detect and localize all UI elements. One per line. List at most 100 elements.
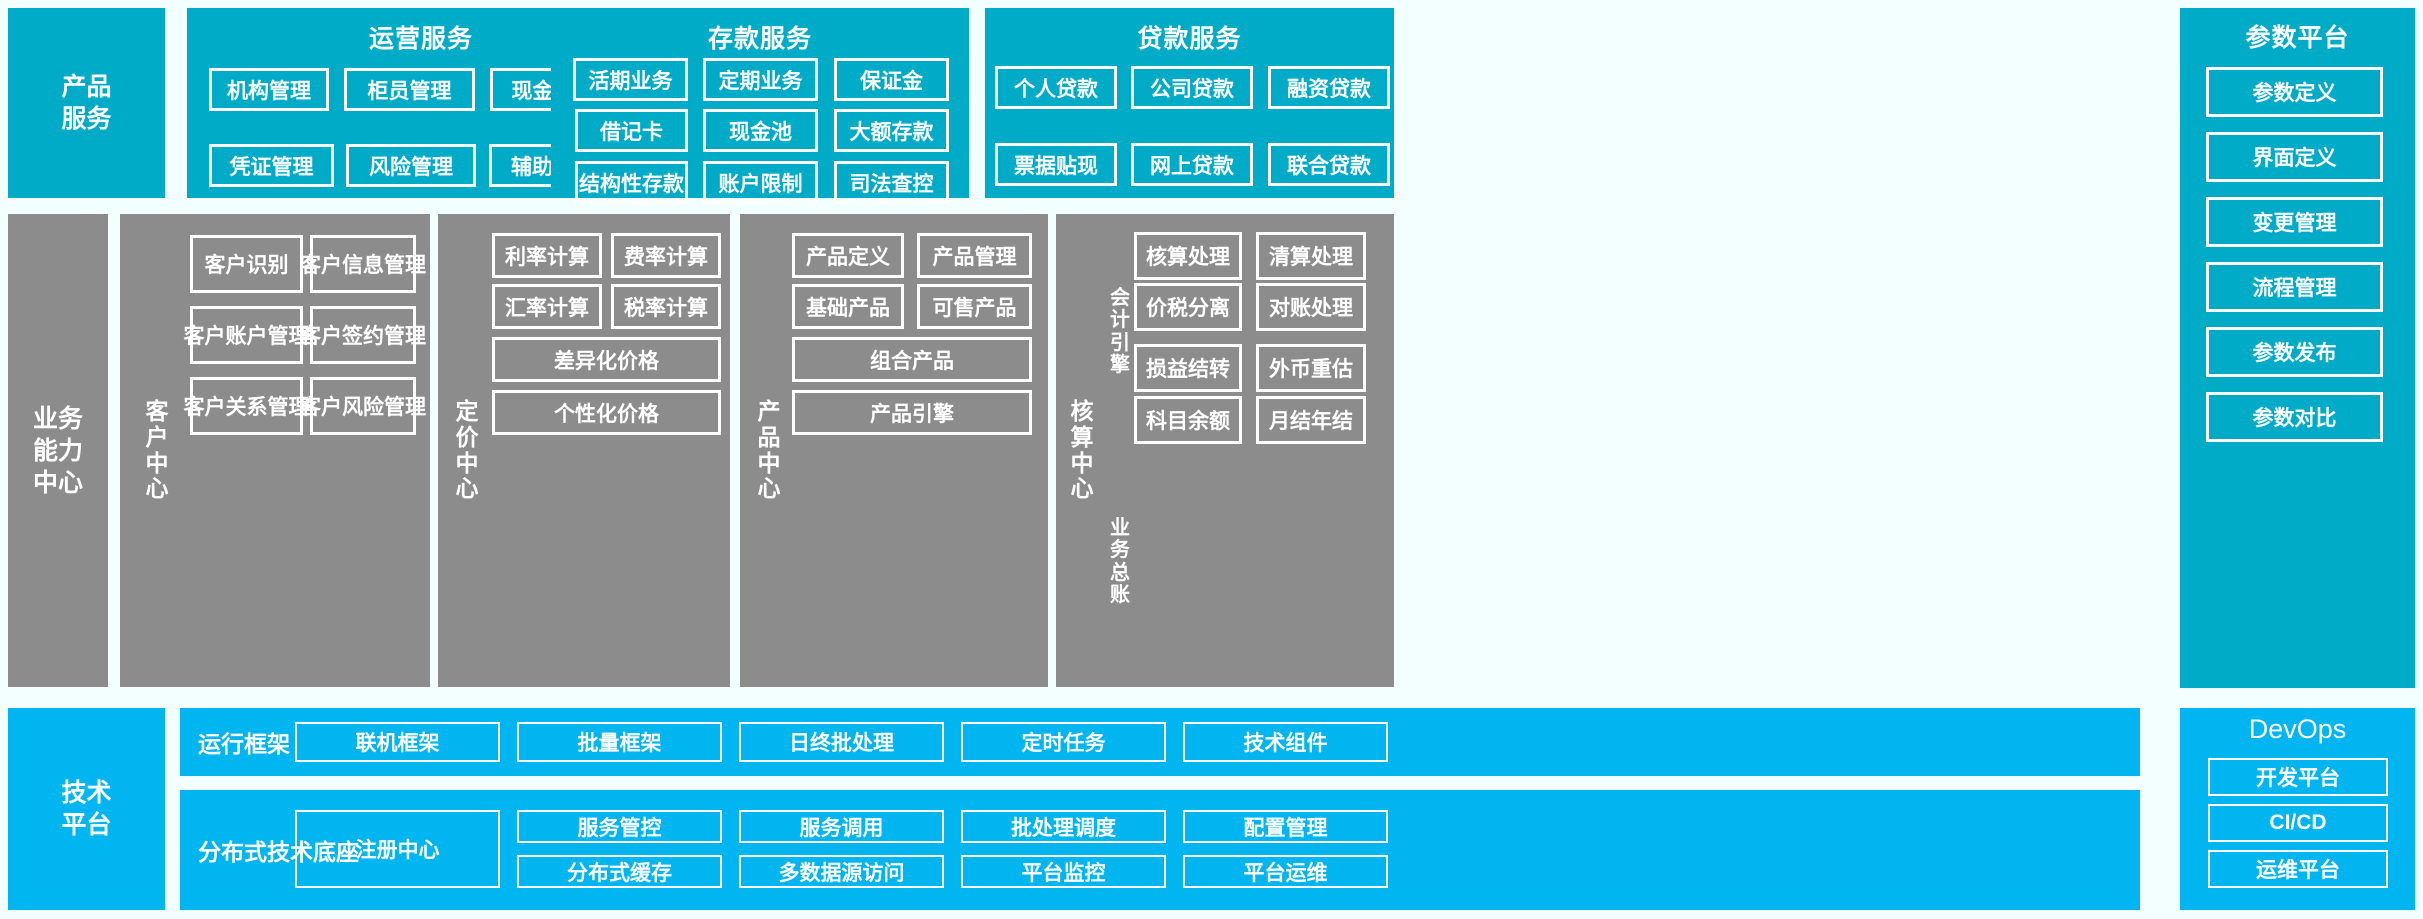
tile-customer-4[interactable]: 客户关系管理 bbox=[184, 377, 310, 435]
tile-runtime-1[interactable]: 批量框架 bbox=[517, 722, 722, 762]
vlabel-general-ledger-char-3: 账 bbox=[1110, 583, 1130, 606]
tile-product-3[interactable]: 可售产品 bbox=[917, 284, 1032, 329]
tile-general-ledger-1[interactable]: 外币重估 bbox=[1256, 344, 1366, 392]
tile-deposit-7[interactable]: 账户限制 bbox=[703, 161, 818, 204]
tile-customer-3[interactable]: 客户签约管理 bbox=[300, 306, 426, 364]
vlabel-customer-center: 客 户 中 心 bbox=[136, 214, 178, 687]
tile-parameter-0[interactable]: 参数定义 bbox=[2206, 67, 2383, 117]
tile-distributed-top-3[interactable]: 配置管理 bbox=[1183, 810, 1388, 843]
vlabel-accounting-center-char-0: 核 bbox=[1070, 398, 1094, 424]
tile-deposit-1[interactable]: 定期业务 bbox=[703, 58, 818, 101]
tile-deposit-3[interactable]: 借记卡 bbox=[575, 109, 688, 152]
tile-runtime-4[interactable]: 技术组件 bbox=[1183, 722, 1388, 762]
band-label-business-capability: 业务 能力 中心 bbox=[8, 214, 108, 687]
vlabel-general-ledger: 业 务 总 账 bbox=[1102, 454, 1138, 669]
tile-parameter-4[interactable]: 参数发布 bbox=[2206, 327, 2383, 377]
panel-title-parameter-platform: 参数平台 bbox=[2245, 24, 2350, 52]
tile-product-1[interactable]: 产品管理 bbox=[917, 233, 1032, 278]
panel-title-loan-service: 贷款服务 bbox=[1137, 25, 1242, 53]
vlabel-accounting-center: 核 算 中 心 bbox=[1062, 214, 1102, 687]
band-label-product-service-line1: 产品 bbox=[61, 73, 112, 101]
tile-pricing-wide-1[interactable]: 个性化价格 bbox=[492, 390, 721, 435]
tile-distributed-top-2[interactable]: 批处理调度 bbox=[961, 810, 1166, 843]
panel-title-operation-service: 运营服务 bbox=[368, 25, 473, 53]
tile-product-wide-1[interactable]: 产品引擎 bbox=[792, 390, 1032, 435]
tile-distributed-bottom-0[interactable]: 分布式缓存 bbox=[517, 855, 722, 888]
panel-product-center: 产 品 中 心 产品定义 产品管理 基础产品 可售产品 组合产品 产品引擎 bbox=[740, 214, 1048, 687]
tile-general-ledger-3[interactable]: 月结年结 bbox=[1256, 396, 1366, 444]
panel-title-devops: DevOps bbox=[2248, 714, 2347, 744]
tile-pricing-3[interactable]: 税率计算 bbox=[611, 284, 721, 329]
vlabel-customer-center-char-2: 中 bbox=[145, 449, 169, 476]
tile-pricing-0[interactable]: 利率计算 bbox=[492, 233, 602, 278]
tile-parameter-2[interactable]: 变更管理 bbox=[2206, 197, 2383, 247]
tile-accounting-engine-3[interactable]: 对账处理 bbox=[1256, 283, 1366, 331]
panel-devops: DevOps 开发平台 CI/CD 运维平台 bbox=[2180, 708, 2415, 910]
tile-devops-0[interactable]: 开发平台 bbox=[2208, 758, 2388, 796]
tile-loan-0[interactable]: 个人贷款 bbox=[995, 66, 1117, 109]
tile-product-0[interactable]: 产品定义 bbox=[792, 233, 904, 278]
tile-customer-0[interactable]: 客户识别 bbox=[190, 235, 303, 293]
vlabel-pricing-center: 定 价 中 心 bbox=[446, 214, 488, 687]
tile-operation-3[interactable]: 凭证管理 bbox=[209, 144, 334, 187]
row-label-runtime-framework: 运行框架 bbox=[198, 731, 290, 757]
tile-customer-5[interactable]: 客户风险管理 bbox=[300, 377, 426, 435]
tile-accounting-engine-0[interactable]: 核算处理 bbox=[1134, 232, 1242, 280]
tile-parameter-5[interactable]: 参数对比 bbox=[2206, 392, 2383, 442]
tile-deposit-5[interactable]: 大额存款 bbox=[834, 109, 949, 152]
tile-distributed-top-1[interactable]: 服务调用 bbox=[739, 810, 944, 843]
tile-pricing-2[interactable]: 汇率计算 bbox=[492, 284, 602, 329]
tile-customer-2[interactable]: 客户账户管理 bbox=[184, 306, 310, 364]
tile-loan-5[interactable]: 联合贷款 bbox=[1268, 143, 1390, 186]
tile-runtime-2[interactable]: 日终批处理 bbox=[739, 722, 944, 762]
vlabel-general-ledger-char-0: 业 bbox=[1110, 516, 1130, 539]
tile-product-wide-0[interactable]: 组合产品 bbox=[792, 337, 1032, 382]
vlabel-accounting-center-char-2: 中 bbox=[1070, 449, 1094, 476]
panel-runtime-framework: 运行框架 联机框架 批量框架 日终批处理 定时任务 技术组件 bbox=[180, 708, 2140, 776]
tile-operation-0[interactable]: 机构管理 bbox=[209, 68, 329, 111]
vlabel-accounting-center-char-3: 心 bbox=[1070, 475, 1094, 502]
vlabel-accounting-engine: 会 计 引 擎 bbox=[1102, 224, 1138, 439]
band-label-business-capability-line1: 业务 bbox=[32, 404, 83, 433]
band-label-product-service: 产品 服务 bbox=[8, 8, 165, 198]
band-label-product-service-line2: 服务 bbox=[61, 105, 112, 133]
vlabel-product-center-char-3: 心 bbox=[757, 475, 781, 502]
tile-product-2[interactable]: 基础产品 bbox=[792, 284, 904, 329]
tile-deposit-8[interactable]: 司法查控 bbox=[834, 161, 949, 204]
vlabel-general-ledger-char-1: 务 bbox=[1110, 539, 1130, 562]
tile-distributed-bottom-3[interactable]: 平台运维 bbox=[1183, 855, 1388, 888]
tile-deposit-2[interactable]: 保证金 bbox=[834, 58, 949, 101]
tile-loan-1[interactable]: 公司贷款 bbox=[1131, 66, 1253, 109]
tile-devops-1[interactable]: CI/CD bbox=[2208, 804, 2388, 842]
tile-pricing-1[interactable]: 费率计算 bbox=[611, 233, 721, 278]
vlabel-general-ledger-char-2: 总 bbox=[1110, 561, 1130, 584]
tile-customer-1[interactable]: 客户信息管理 bbox=[300, 235, 426, 293]
tile-deposit-6[interactable]: 结构性存款 bbox=[575, 161, 688, 204]
tile-distributed-top-0[interactable]: 服务管控 bbox=[517, 810, 722, 843]
tile-devops-2[interactable]: 运维平台 bbox=[2208, 850, 2388, 888]
tile-general-ledger-2[interactable]: 科目余额 bbox=[1134, 396, 1242, 444]
tile-distributed-bottom-2[interactable]: 平台监控 bbox=[961, 855, 1166, 888]
tile-pricing-wide-0[interactable]: 差异化价格 bbox=[492, 337, 721, 382]
tile-distributed-bottom-1[interactable]: 多数据源访问 bbox=[739, 855, 944, 888]
tile-registry-center[interactable]: 注册中心 bbox=[295, 810, 500, 888]
tile-operation-4[interactable]: 风险管理 bbox=[346, 144, 476, 187]
tile-parameter-3[interactable]: 流程管理 bbox=[2206, 262, 2383, 312]
panel-distributed-base: 分布式技术底座 注册中心 服务管控 服务调用 批处理调度 配置管理 分布式缓存 … bbox=[180, 790, 2140, 910]
tile-loan-2[interactable]: 融资贷款 bbox=[1268, 66, 1390, 109]
tile-accounting-engine-1[interactable]: 清算处理 bbox=[1256, 232, 1366, 280]
tile-parameter-1[interactable]: 界面定义 bbox=[2206, 132, 2383, 182]
tile-general-ledger-0[interactable]: 损益结转 bbox=[1134, 344, 1242, 392]
panel-pricing-center: 定 价 中 心 利率计算 费率计算 汇率计算 税率计算 差异化价格 个性化价格 bbox=[438, 214, 730, 687]
tile-loan-3[interactable]: 票据贴现 bbox=[995, 143, 1117, 186]
tile-deposit-0[interactable]: 活期业务 bbox=[573, 58, 688, 101]
vlabel-customer-center-char-0: 客 bbox=[145, 398, 169, 424]
tile-runtime-3[interactable]: 定时任务 bbox=[961, 722, 1166, 762]
tile-accounting-engine-2[interactable]: 价税分离 bbox=[1134, 283, 1242, 331]
tile-runtime-0[interactable]: 联机框架 bbox=[295, 722, 500, 762]
tile-loan-4[interactable]: 网上贷款 bbox=[1131, 143, 1253, 186]
tile-deposit-4[interactable]: 现金池 bbox=[703, 109, 818, 152]
vlabel-accounting-engine-char-3: 擎 bbox=[1110, 353, 1130, 376]
tile-operation-1[interactable]: 柜员管理 bbox=[344, 68, 475, 111]
vlabel-product-center-char-2: 中 bbox=[757, 449, 781, 476]
